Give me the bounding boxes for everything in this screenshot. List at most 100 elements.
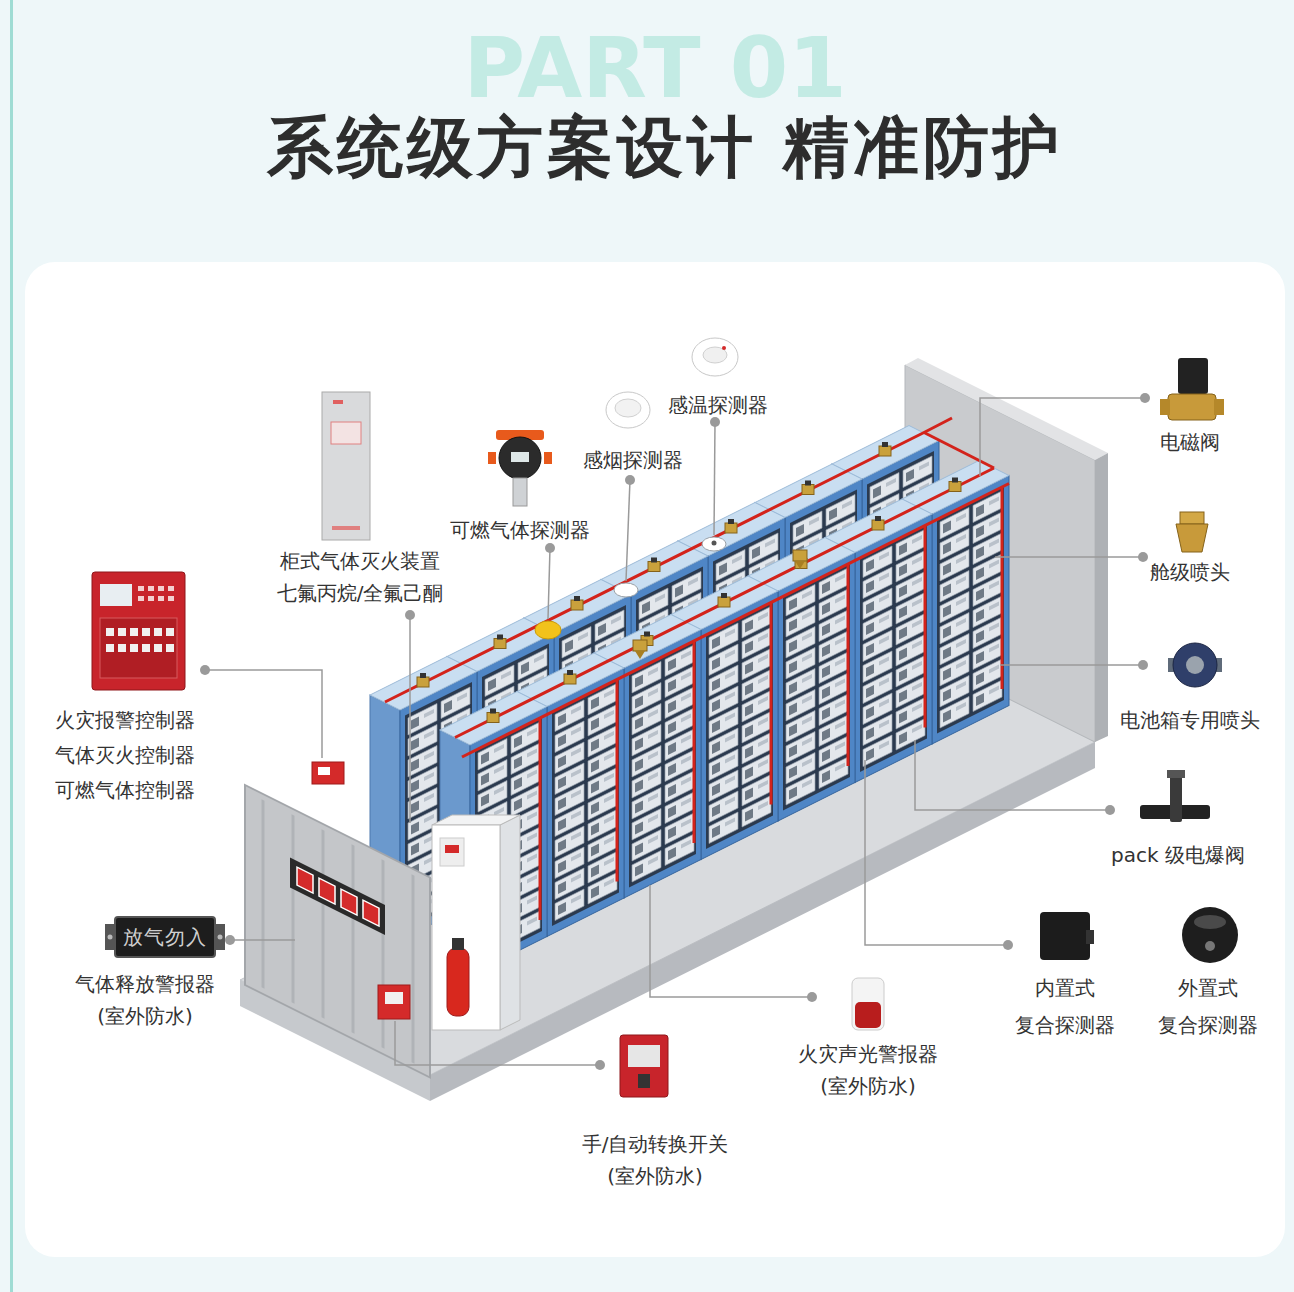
external-detector-icon (1182, 907, 1238, 963)
module-slot (802, 674, 812, 683)
module-port (796, 524, 804, 537)
valve-cap (728, 519, 734, 524)
module-port (411, 738, 419, 751)
module-slot (802, 737, 812, 746)
pipe-back-row (385, 418, 952, 702)
nozzle-body (633, 640, 647, 651)
module-port (976, 504, 984, 517)
module-port (745, 683, 753, 696)
module-port (789, 661, 797, 674)
leader-dot (200, 665, 210, 675)
leader-dot (1138, 660, 1148, 670)
controller-key (106, 644, 114, 652)
module-slot (835, 700, 845, 709)
module-slot (758, 633, 768, 642)
door-rib (351, 845, 354, 1033)
module-port (558, 881, 566, 894)
floor-front (430, 742, 1095, 1101)
module-port (635, 738, 643, 751)
battery-module (896, 719, 925, 751)
module-port (866, 559, 874, 572)
gas-detector-dot (535, 621, 561, 639)
module-slot (758, 801, 768, 810)
leader-line (1000, 664, 1143, 666)
leader-line (626, 480, 630, 581)
module-port (591, 844, 599, 857)
module-slot (527, 770, 537, 779)
pipe-riser (1001, 487, 1004, 689)
valve-body (494, 639, 506, 649)
module-port (521, 662, 529, 675)
module-port (899, 690, 907, 703)
module-port (712, 783, 720, 796)
module-slot (424, 709, 434, 718)
module-port (789, 640, 797, 653)
battery-module (665, 834, 694, 866)
gas-detector-housing (499, 437, 541, 479)
module-port (822, 707, 830, 720)
controller-lower-panel (100, 618, 177, 678)
module-slot (802, 632, 812, 641)
cabin-nozzle-head (1176, 524, 1208, 552)
module-slot (571, 748, 581, 757)
page-title: 系统级方案设计 精准防护 (267, 112, 1064, 185)
module-port (745, 746, 753, 759)
module-port (481, 794, 489, 807)
module-slot (501, 671, 511, 680)
callout-label: 手/自动转换开关 (室外防水) (570, 1128, 740, 1192)
module-slot (912, 598, 922, 607)
module-port (635, 822, 643, 835)
controller-key (130, 628, 138, 636)
module-port (745, 767, 753, 780)
module-port (411, 843, 419, 856)
cabinet-inner (937, 486, 1004, 734)
module-slot (604, 836, 614, 845)
module-port (822, 581, 830, 594)
module-slot (494, 786, 504, 795)
module-port (635, 780, 643, 793)
controller-key (142, 644, 150, 652)
module-slot (725, 755, 735, 764)
module-slot (956, 618, 966, 627)
door-rib (291, 815, 294, 1003)
module-slot (604, 773, 614, 782)
module-port (514, 756, 522, 769)
module-slot (527, 875, 537, 884)
heat-detector-ring (703, 347, 727, 363)
module-port (822, 686, 830, 699)
module-slot (681, 777, 691, 786)
pipe-valve (648, 558, 660, 572)
nozzle-small (633, 640, 647, 659)
module-port (943, 584, 951, 597)
module-slot (571, 874, 581, 883)
module-slot (681, 693, 691, 702)
door-rib (321, 830, 324, 1018)
leader-dot (1138, 552, 1148, 562)
module-slot (956, 660, 966, 669)
leader-dot (595, 1060, 605, 1070)
module-port (976, 693, 984, 706)
warning-light-box (290, 858, 385, 936)
module-port (591, 823, 599, 836)
valve-cap (882, 442, 888, 447)
module-slot (842, 500, 852, 509)
module-slot (527, 854, 537, 863)
controller-button (138, 596, 144, 601)
module-slot (571, 769, 581, 778)
module-slot (912, 724, 922, 733)
valve-cap (952, 478, 958, 483)
valve-cap (497, 635, 503, 640)
module-slot (765, 539, 775, 548)
module-slot (835, 742, 845, 751)
module-slot (758, 696, 768, 705)
leader-line (995, 556, 1143, 558)
module-slot (758, 675, 768, 684)
module-port (899, 564, 907, 577)
module-port (745, 620, 753, 633)
part-watermark: PART 01 (463, 26, 846, 110)
module-slot (527, 791, 537, 800)
module-port (745, 725, 753, 738)
pipe-valve (718, 593, 730, 607)
module-slot (604, 815, 614, 824)
module-slot (879, 552, 889, 561)
